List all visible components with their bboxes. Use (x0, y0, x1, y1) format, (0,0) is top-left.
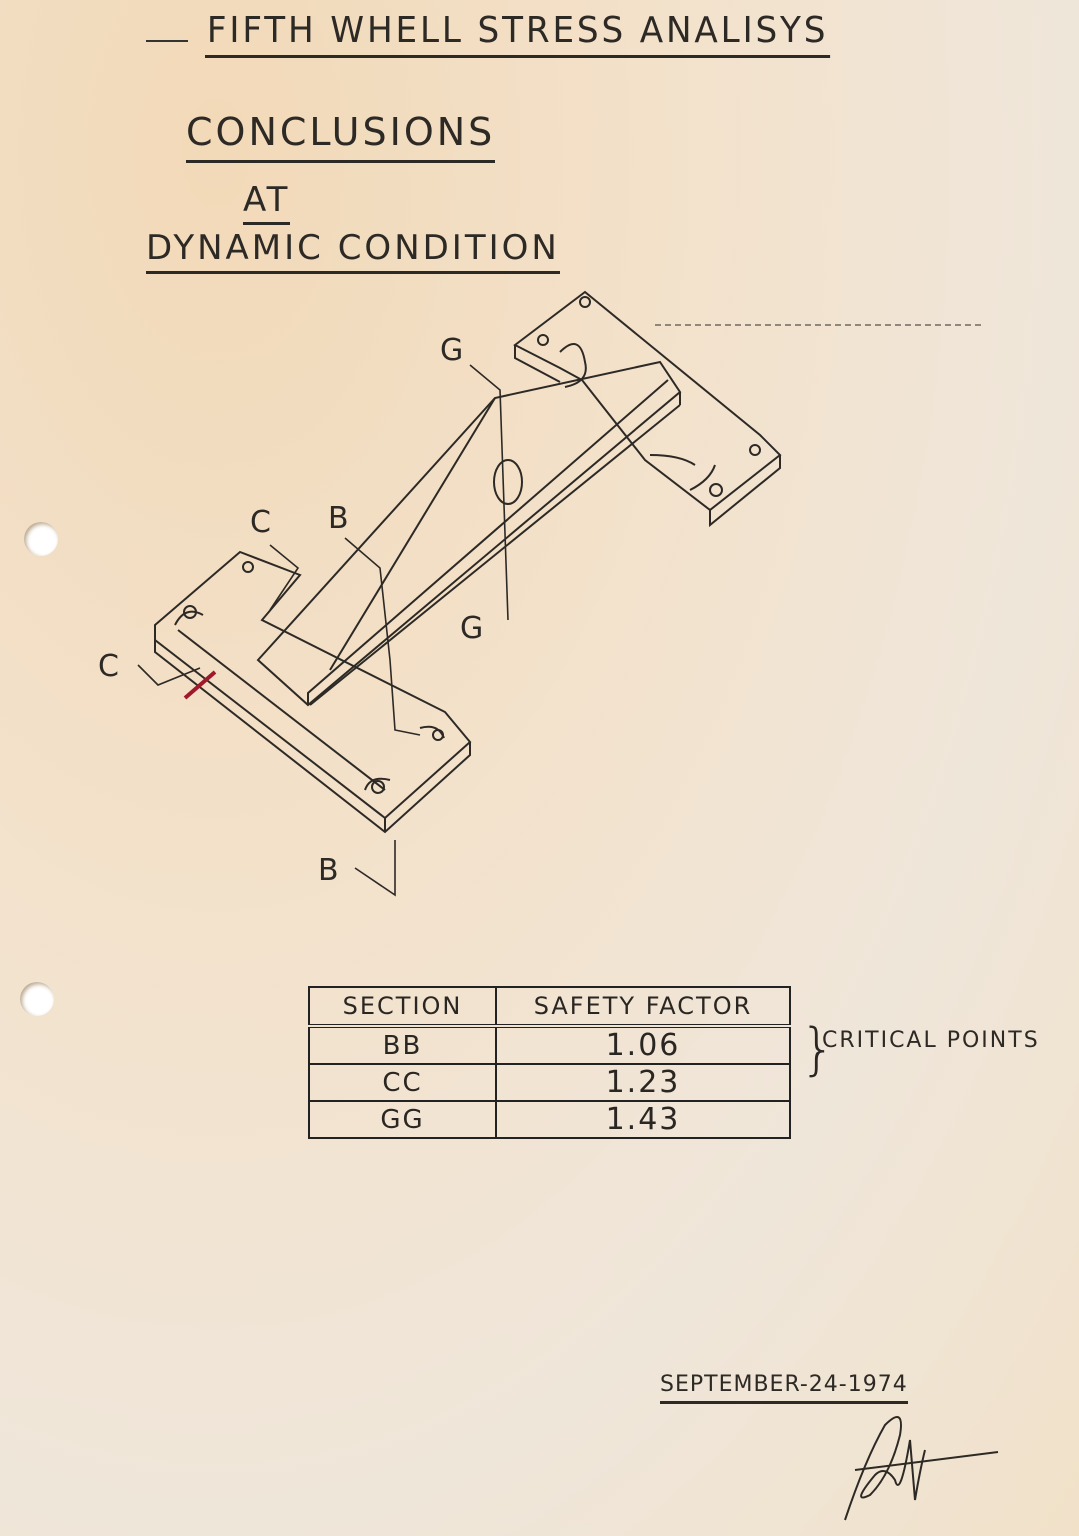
label-c-bottom: C (98, 649, 119, 684)
table-row: CC 1.23 (308, 1063, 791, 1102)
header-safety-factor: SAFETY FACTOR (495, 986, 791, 1028)
header-section: SECTION (308, 986, 497, 1028)
upper-plate (513, 290, 782, 528)
table-row: BB 1.06 (308, 1025, 791, 1065)
punch-hole (24, 522, 58, 556)
signature (844, 1416, 999, 1521)
brace: } (800, 1017, 836, 1082)
document-title: FIFTH WHELL STRESS ANALISYS (205, 10, 831, 58)
cell-section: BB (308, 1025, 497, 1065)
cell-safety-factor: 1.23 (495, 1063, 791, 1102)
table-row: GG 1.43 (308, 1100, 791, 1139)
cell-safety-factor: 1.06 (495, 1025, 791, 1065)
date: SEPTEMBER-24-1974 (660, 1372, 908, 1404)
cell-section: CC (308, 1063, 497, 1102)
heading-dynamic-condition: DYNAMIC CONDITION (146, 228, 560, 274)
label-b-top: B (328, 501, 349, 536)
label-g-bottom: G (460, 611, 483, 646)
heading-conclusions: CONCLUSIONS (186, 110, 496, 163)
red-mark (183, 670, 217, 700)
central-beam (256, 360, 682, 707)
cell-section: GG (308, 1100, 497, 1139)
safety-factor-table: SECTION SAFETY FACTOR BB 1.06 CC 1.23 GG… (308, 986, 791, 1139)
section-lines (137, 364, 509, 897)
label-g-top: G (440, 333, 463, 368)
heading-at: AT (243, 180, 291, 225)
label-b-bottom: B (318, 853, 339, 888)
title-dash (146, 40, 188, 42)
label-c-top: C (250, 505, 271, 540)
critical-points-note: CRITICAL POINTS (822, 1028, 1040, 1053)
lower-plate (154, 550, 472, 834)
punch-hole (20, 982, 54, 1016)
table-header-row: SECTION SAFETY FACTOR (308, 986, 791, 1028)
cell-safety-factor: 1.43 (495, 1100, 791, 1139)
